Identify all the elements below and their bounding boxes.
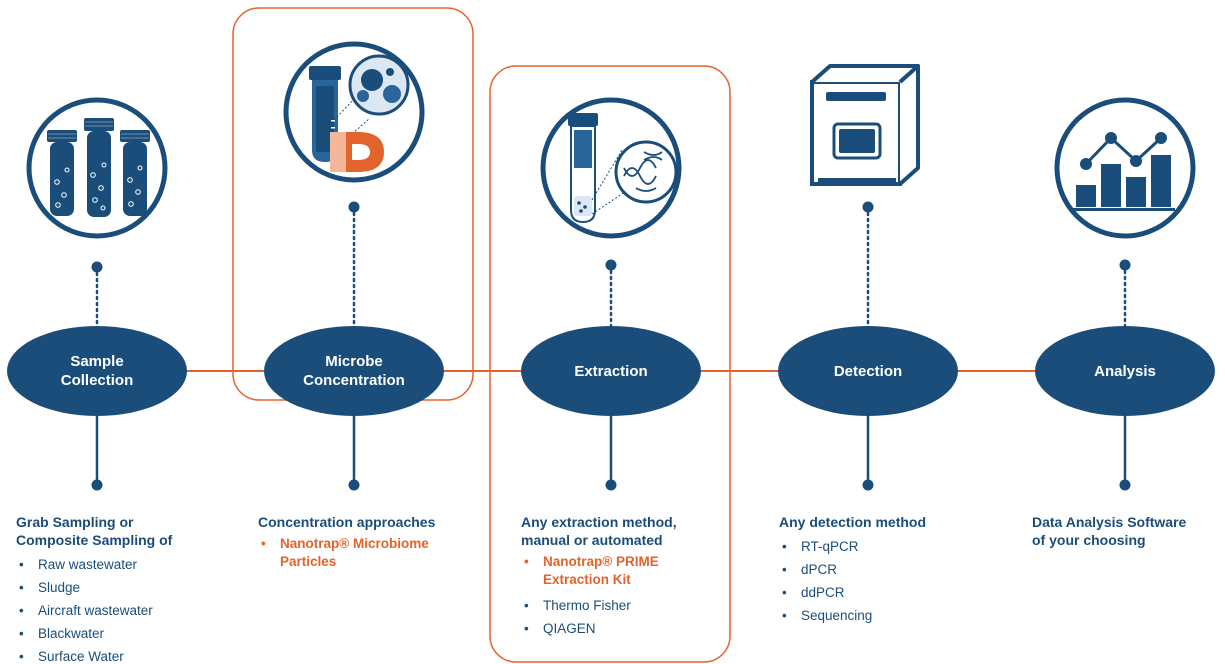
sample-tubes-icon (26, 97, 168, 239)
list-item: Raw wastewater (16, 553, 172, 576)
step-heading: Concentration approaches (258, 514, 436, 530)
list-item: QIAGEN (521, 617, 677, 640)
step-details-microbe-concentration: Concentration approaches Nanotrap® Micro… (258, 513, 435, 576)
list-item: dPCR (779, 558, 926, 581)
nanotrap-magnet-icon (283, 41, 425, 183)
analytics-chart-icon (1054, 97, 1196, 239)
list-item: Thermo Fisher (521, 594, 677, 617)
step-details-extraction: Any extraction method, manual or automat… (521, 513, 677, 640)
list-item: ddPCR (779, 581, 926, 604)
step-list: Raw wastewater Sludge Aircraft wastewate… (16, 553, 172, 664)
pcr-instrument-icon (810, 64, 920, 186)
highlight-frame-extraction (489, 65, 731, 663)
step-list: Nanotrap® PRIME Extraction Kit Thermo Fi… (521, 553, 677, 640)
connectors (91, 201, 1131, 491)
step-heading: Data Analysis Software of your choosing (1032, 514, 1187, 548)
step-list: Nanotrap® Microbiome Particles (258, 535, 435, 571)
step-oval-microbe-concentration: Microbe Concentration (264, 326, 444, 416)
step-details-analysis: Data Analysis Software of your choosing (1032, 513, 1186, 553)
list-item: Sequencing (779, 604, 926, 627)
step-heading: Any detection method (779, 514, 927, 530)
list-item: Blackwater (16, 622, 172, 645)
step-oval-analysis: Analysis (1035, 326, 1215, 416)
list-item: Surface Water (16, 645, 172, 664)
step-oval-sample-collection: Sample Collection (7, 326, 187, 416)
list-item: Sludge (16, 576, 172, 599)
step-details-detection: Any detection method RT-qPCR dPCR ddPCR … (779, 513, 926, 627)
highlight-item: Nanotrap® Microbiome Particles (258, 535, 435, 571)
list-item: Aircraft wastewater (16, 599, 172, 622)
step-heading: Any extraction method, manual or automat… (521, 514, 677, 548)
dna-tube-icon (540, 97, 682, 239)
list-item: RT-qPCR (779, 535, 926, 558)
step-heading: Grab Sampling or Composite Sampling of (16, 514, 173, 548)
step-oval-detection: Detection (778, 326, 958, 416)
step-list: RT-qPCR dPCR ddPCR Sequencing (779, 535, 926, 627)
highlight-item: Nanotrap® PRIME Extraction Kit (521, 553, 677, 589)
step-oval-extraction: Extraction (521, 326, 701, 416)
step-details-sample-collection: Grab Sampling or Composite Sampling of R… (16, 513, 172, 664)
